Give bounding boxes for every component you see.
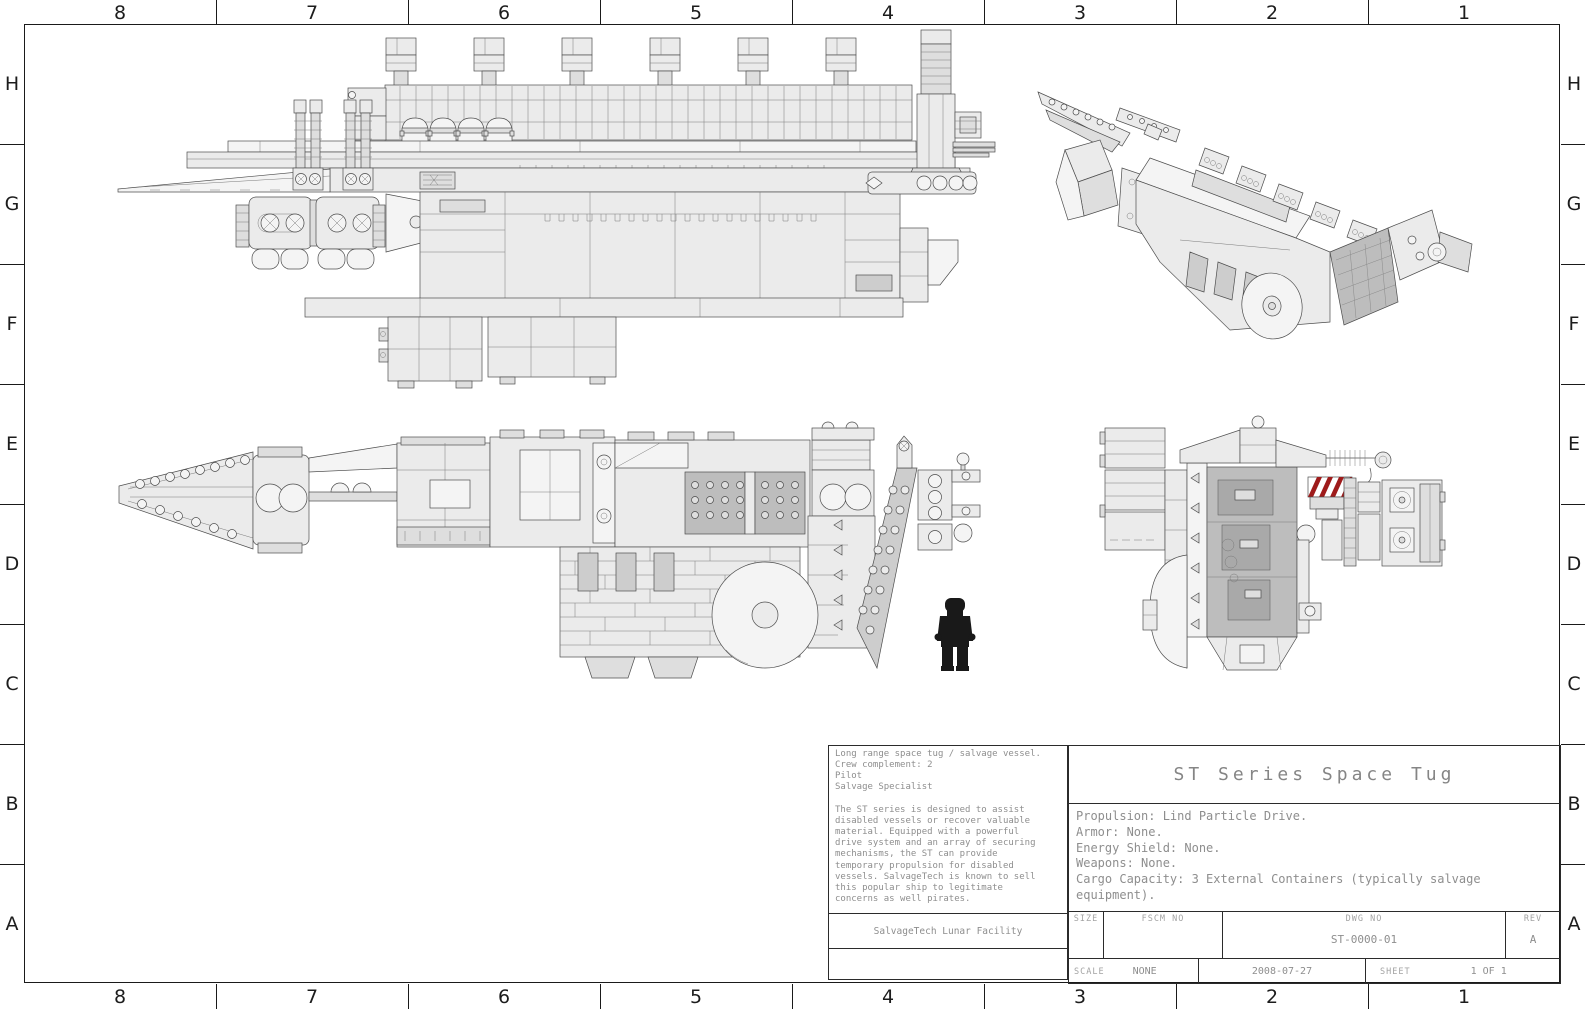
- roof-structures: [1179, 415, 1327, 468]
- aft-tower: [905, 29, 996, 185]
- sheet-value: 1 OF 1: [1470, 966, 1507, 977]
- drawing-canvas: [117, 29, 1473, 679]
- lower-container-2: [487, 316, 617, 385]
- view-aft-side: [1099, 415, 1446, 671]
- fscm-cell: FSCM NO: [1104, 912, 1223, 958]
- sheet-label: SHEET: [1380, 966, 1411, 977]
- date-cell: 2008-07-27: [1199, 959, 1366, 984]
- zone-column-label: 6: [497, 2, 511, 24]
- zone-column-label: 4: [881, 986, 895, 1008]
- zone-column-label: 1: [1457, 2, 1471, 24]
- zone-column-label: 7: [305, 2, 319, 24]
- minifigure: [934, 598, 976, 671]
- zone-row-label: H: [1566, 73, 1582, 95]
- title-block: ST Series Space Tug Propulsion: Lind Par…: [1068, 745, 1561, 984]
- cabin-block: [489, 429, 616, 548]
- main-wheel: [711, 561, 819, 669]
- engine-pods: [235, 196, 386, 270]
- tail-skirt: [1206, 636, 1298, 671]
- forward-box: [396, 436, 491, 548]
- aft-section: [807, 421, 981, 670]
- facility-cell: SalvageTech Lunar Facility: [829, 913, 1067, 949]
- zone-row-label: B: [1567, 793, 1581, 815]
- forward-pod: [252, 446, 310, 554]
- rev-value: A: [1529, 933, 1537, 946]
- facility-label: SalvageTech Lunar Facility: [873, 925, 1023, 937]
- view-side-elevation: [118, 421, 981, 679]
- left-stack: [1099, 427, 1166, 551]
- aft-cavity: [1329, 227, 1399, 326]
- date-value: 2008-07-27: [1251, 966, 1313, 977]
- tail-assembly: [1387, 209, 1473, 281]
- zone-row-label: G: [4, 193, 20, 215]
- scale-value: NONE: [1132, 966, 1157, 977]
- view-perspective: [1037, 91, 1473, 340]
- zone-row-label: D: [4, 553, 20, 575]
- scale-label: SCALE: [1074, 966, 1105, 977]
- zone-column-label: 4: [881, 2, 895, 24]
- scale-cell: SCALE NONE: [1069, 959, 1199, 984]
- zone-column-label: 3: [1073, 2, 1087, 24]
- zone-column-label: 8: [113, 2, 127, 24]
- zone-column-label: 2: [1265, 986, 1279, 1008]
- zone-column-label: 8: [113, 986, 127, 1008]
- zone-column-label: 7: [305, 986, 319, 1008]
- zone-row-label: A: [1567, 913, 1581, 935]
- zone-column-label: 5: [689, 986, 703, 1008]
- notes-block: Long range space tug / salvage vessel. C…: [828, 745, 1068, 980]
- rev-label: REV: [1523, 914, 1543, 924]
- size-cell: SIZE: [1069, 912, 1104, 958]
- view-top-plan: [117, 29, 996, 389]
- fscm-label: FSCM NO: [1141, 914, 1185, 924]
- zone-row-label: A: [5, 913, 19, 935]
- sheet-frame: [24, 24, 1560, 983]
- zone-column-label: 3: [1073, 986, 1087, 1008]
- antenna-arm: [1326, 450, 1392, 485]
- zone-column-label: 1: [1457, 986, 1471, 1008]
- nose-wedge: [118, 451, 254, 550]
- vessel-description: Long range space tug / salvage vessel. C…: [835, 749, 1041, 905]
- zone-column-label: 5: [689, 2, 703, 24]
- zone-row-label: C: [5, 673, 19, 695]
- spec-list: Propulsion: Lind Particle Drive. Armor: …: [1069, 804, 1560, 912]
- zone-column-label: 6: [497, 986, 511, 1008]
- drawing-title: ST Series Space Tug: [1069, 746, 1560, 804]
- zone-row-label: B: [5, 793, 19, 815]
- dwg-cell: DWG NO ST-0000-01: [1223, 912, 1506, 958]
- perspective-wheel: [1241, 272, 1303, 340]
- zone-column-label: 2: [1265, 2, 1279, 24]
- cargo-bay: [1206, 466, 1298, 638]
- zone-row-label: G: [1566, 193, 1582, 215]
- dwg-number: ST-0000-01: [1330, 933, 1398, 946]
- sheet-cell: SHEET 1 OF 1: [1366, 959, 1560, 984]
- nose-spike: [1037, 91, 1131, 153]
- zone-row-label: F: [1568, 313, 1580, 335]
- zone-row-label: F: [6, 313, 18, 335]
- dwg-label: DWG NO: [1345, 914, 1383, 924]
- zone-row-label: E: [5, 433, 18, 455]
- rev-cell: REV A: [1506, 912, 1560, 958]
- mid-deck: [614, 431, 811, 548]
- lower-container-1: [378, 316, 483, 389]
- cargo-masts: [385, 37, 857, 87]
- zone-row-label: D: [1566, 553, 1582, 575]
- zone-row-label: H: [4, 73, 20, 95]
- coupler-assembly: [1321, 477, 1446, 567]
- zone-row-label: E: [1567, 433, 1580, 455]
- size-label: SIZE: [1073, 914, 1099, 924]
- zone-row-label: C: [1567, 673, 1581, 695]
